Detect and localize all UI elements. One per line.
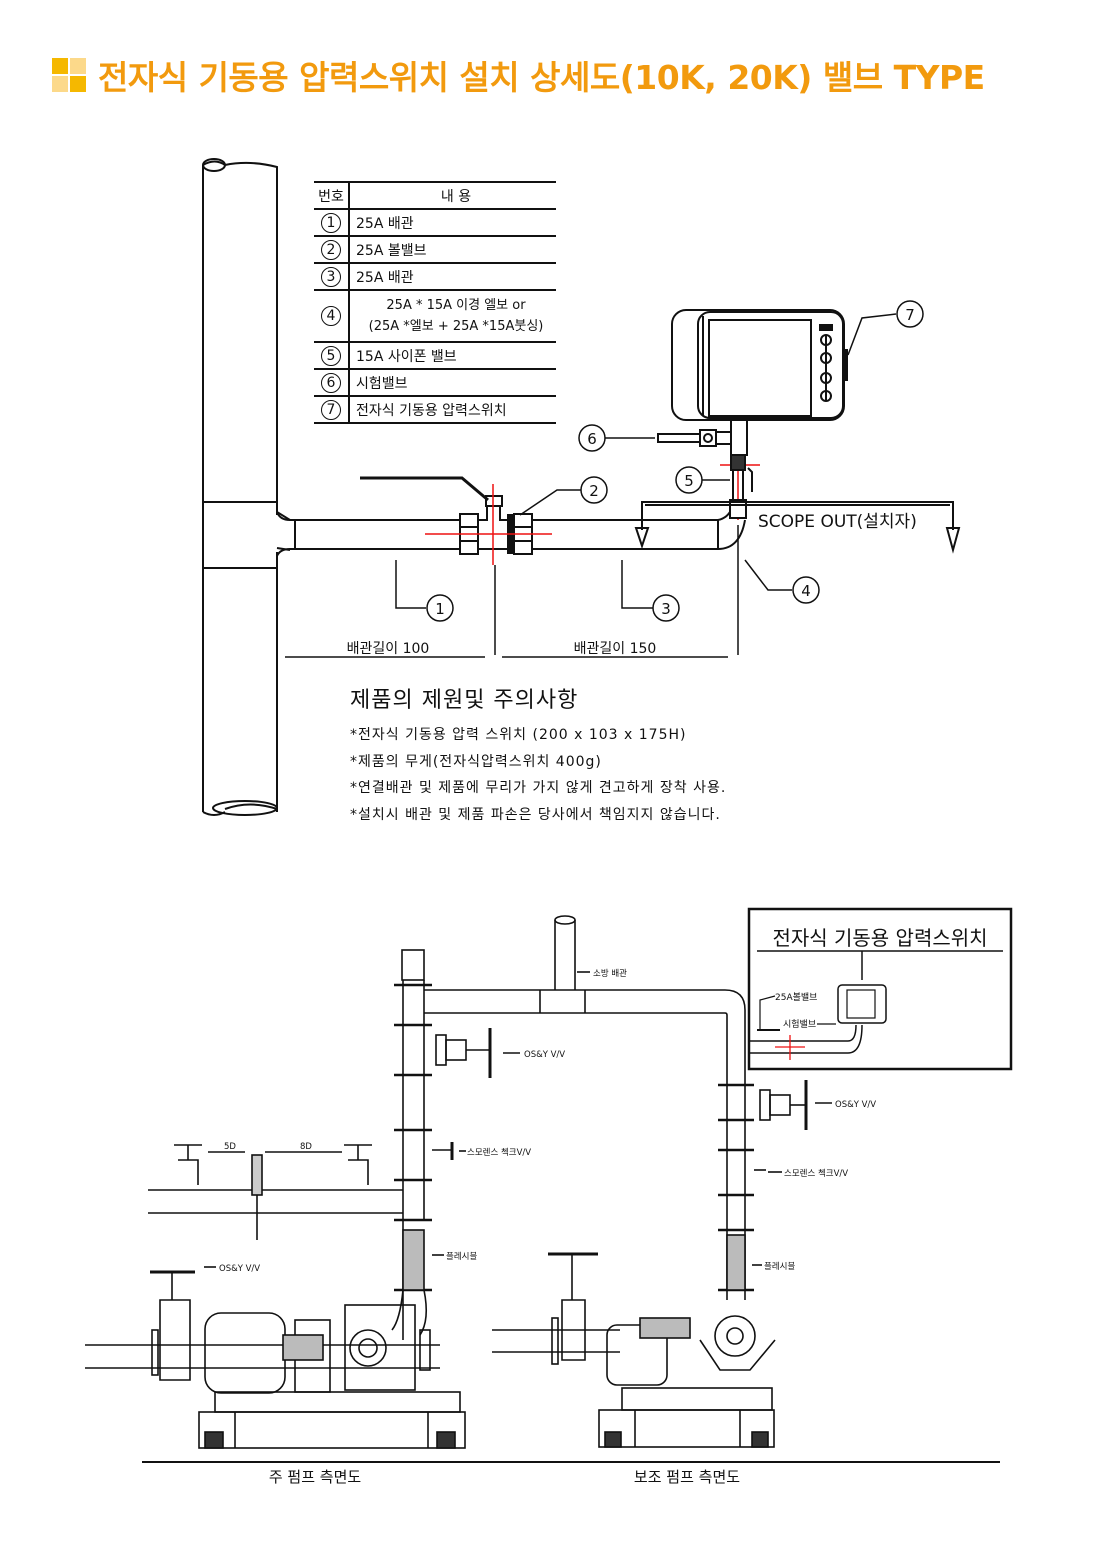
- four-squares-icon: [52, 58, 86, 92]
- specs-notes: 제품의 제원및 주의사항 *전자식 기동용 압력 스위치 (200 x 103 …: [350, 682, 726, 830]
- spec-line: *제품의 무게(전자식압력스위치 400g): [350, 753, 602, 770]
- legend-number: 7: [321, 399, 341, 420]
- callout-2: [580, 476, 608, 504]
- callout-5-label: 5: [684, 472, 694, 490]
- inset-title: 전자식 기동용 압력스위치: [772, 926, 987, 950]
- osy-valve-label-2: OS&Y V/V: [219, 1264, 260, 1274]
- osy-valve-label-3: OS&Y V/V: [835, 1100, 876, 1110]
- legend-number: 6: [321, 372, 341, 393]
- legend-desc: 전자식 기동용 압력스위치: [349, 395, 556, 424]
- legend-header-row: 번호 내 용: [314, 181, 556, 210]
- scope-out-label: SCOPE OUT(설치자): [758, 512, 917, 532]
- legend-number: 5: [321, 345, 341, 366]
- pump-system-panel: [56, 883, 1050, 1515]
- legend-desc: 25A * 15A 이경 엘보 or: [386, 298, 526, 313]
- pipe-length-150: 배관길이 150: [574, 641, 657, 657]
- inset-ball-valve-label: 25A볼밸브: [775, 992, 817, 1003]
- callout-2-label: 2: [589, 482, 599, 500]
- spec-line: *연결배관 및 제품에 무리가 가지 않게 견고하게 장착 사용.: [350, 780, 727, 796]
- legend-desc: 25A 배관: [349, 262, 556, 291]
- branch-pipe: [276, 507, 746, 557]
- legend-desc: 15A 사이폰 밸브: [349, 341, 556, 370]
- legend-desc: 시험밸브: [349, 368, 556, 397]
- specs-title: 제품의 제원및 주의사항: [350, 688, 579, 713]
- legend-row: 7 전자식 기동용 압력스위치: [314, 395, 556, 424]
- flexible-label-2: 플레시블: [764, 1261, 795, 1272]
- callout-3: [652, 594, 680, 622]
- system-drawing: [85, 915, 1000, 1463]
- main-pump-caption: 주 펌프 측면도: [269, 1468, 362, 1486]
- callout-7-label: 7: [905, 306, 915, 324]
- legend-number: 2: [321, 239, 341, 260]
- legend-desc-alt: (25A *엘보 + 25A *15A붓싱): [368, 319, 544, 334]
- fire-pipe-label: 소방 배관: [593, 968, 627, 979]
- callout-1-label: 1: [435, 600, 445, 618]
- callout-4: [792, 576, 820, 604]
- callout-5: [675, 466, 703, 494]
- spec-line: *전자식 기동용 압력 스위치 (200 x 103 x 175H): [350, 727, 687, 743]
- legend-row: 6 시험밸브: [314, 368, 556, 397]
- page-title-block: 전자식 기동용 압력스위치 설치 상세도(10K, 20K) 밸브 TYPE: [52, 50, 985, 100]
- legend-header-no: 번호: [314, 181, 350, 210]
- ball-valve-drawing: [360, 476, 533, 555]
- callout-4-label: 4: [801, 582, 811, 600]
- dim-8d-label: 8D: [300, 1142, 312, 1152]
- legend-number: 4: [321, 306, 341, 326]
- callout-1: [426, 594, 454, 622]
- check-valve-label-2: 스모렌스 첵크V/V: [784, 1168, 848, 1179]
- main-riser-pipe: [202, 158, 291, 816]
- legend-row: 3 25A 배관: [314, 262, 556, 291]
- pressure-switch-drawing: [657, 309, 848, 519]
- callout-6: [578, 424, 606, 452]
- legend-header-desc: 내 용: [349, 181, 556, 210]
- callout-7: [896, 300, 924, 328]
- legend-row: 2 25A 볼밸브: [314, 235, 556, 264]
- legend-row: 4 25A * 15A 이경 엘보 or (25A *엘보 + 25A *15A…: [314, 289, 556, 343]
- legend-row: 1 25A 배관: [314, 208, 556, 237]
- pipe-length-100: 배관길이 100: [347, 641, 430, 657]
- dim-5d-label: 5D: [224, 1142, 236, 1152]
- legend-desc: 25A 볼밸브: [349, 235, 556, 264]
- page-title: 전자식 기동용 압력스위치 설치 상세도(10K, 20K) 밸브 TYPE: [98, 58, 985, 97]
- flexible-label-1: 플레시블: [446, 1251, 477, 1262]
- callout-6-label: 6: [587, 430, 597, 448]
- legend-number: 1: [321, 212, 341, 233]
- osy-valve-label-1: OS&Y V/V: [524, 1050, 565, 1060]
- legend-number: 3: [321, 266, 341, 287]
- legend-desc: 25A 배관: [349, 208, 556, 237]
- spec-line: *설치시 배관 및 제품 파손은 당사에서 책임지지 않습니다.: [350, 806, 721, 823]
- check-valve-label-1: 스모렌스 첵크V/V: [467, 1147, 531, 1158]
- aux-pump-caption: 보조 펌프 측면도: [634, 1468, 740, 1486]
- legend-row: 5 15A 사이폰 밸브: [314, 341, 556, 370]
- callout-3-label: 3: [661, 600, 671, 618]
- scope-out-bracket: [634, 501, 961, 554]
- centerline-marks: [425, 450, 760, 565]
- legend-table: 번호 내 용 1 25A 배관 2 25A 볼밸브 3 25A 배관 4 25A…: [314, 181, 556, 424]
- inset-box: [747, 907, 1013, 1071]
- inset-test-valve-label: 시험밸브: [783, 1019, 816, 1030]
